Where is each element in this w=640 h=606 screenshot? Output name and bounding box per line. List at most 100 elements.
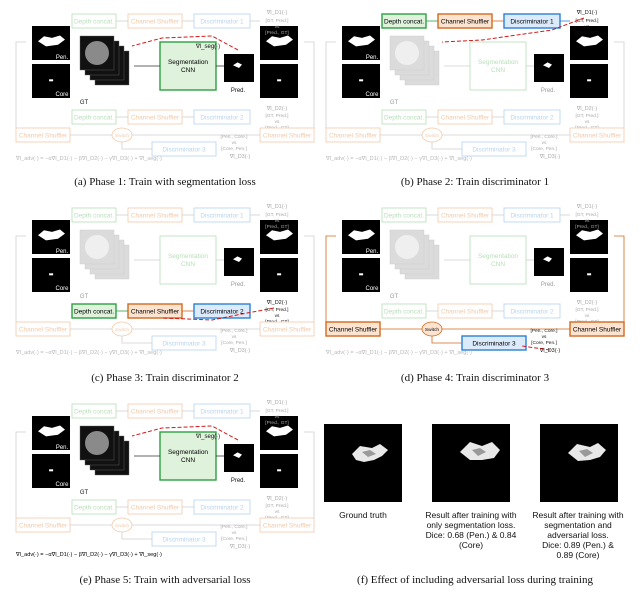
svg-text:Depth concat.: Depth concat.: [74, 213, 114, 220]
svg-text:[GT, Pred.]: [GT, Pred.]: [576, 18, 599, 24]
switch-e: Switch: [111, 517, 133, 533]
channel-shuffler-mid-c: Channel Shuffler: [127, 303, 183, 319]
svg-text:Channel Shuffler: Channel Shuffler: [263, 523, 312, 530]
svg-text:Discriminator 3: Discriminator 3: [162, 537, 206, 544]
svg-text:[Pred., GT]: [Pred., GT]: [265, 420, 288, 426]
grad-d1-a: ∇l_D1(·): [266, 9, 288, 16]
grad-d3-c: ∇l_D3(·): [229, 347, 251, 354]
svg-text:Discriminator 2: Discriminator 2: [200, 505, 244, 512]
seg-only-lesion: [460, 442, 500, 460]
svg-text:[GT, Pred.]: [GT, Pred.]: [266, 307, 289, 313]
right-top-image-e: [260, 416, 298, 450]
svg-text:vs: vs: [275, 25, 280, 30]
panel-f-results: Ground truth Result after training with …: [322, 396, 628, 566]
grad-adv-formula-a: ∇l_adv(·) = −α∇l_D1(·) − β∇l_D2(·) − γ∇l…: [15, 155, 162, 162]
svg-text:Channel Shuffler: Channel Shuffler: [131, 213, 180, 220]
core-image-a: [32, 64, 70, 98]
svg-text:Discriminator 2: Discriminator 2: [510, 115, 554, 122]
pred-label-c: Pred.: [231, 282, 246, 288]
svg-text:Segmentation: Segmentation: [168, 59, 208, 66]
svg-text:CNN: CNN: [491, 67, 505, 74]
gt-label-e: GT: [80, 490, 89, 496]
svg-text:vs: vs: [275, 120, 280, 125]
channel-shuffler-mid-e: Channel Shuffler: [127, 499, 183, 515]
segmentation-cnn-d: [469, 235, 527, 285]
svg-text:Channel Shuffler: Channel Shuffler: [263, 327, 312, 334]
svg-text:Channel Shuffler: Channel Shuffler: [573, 133, 622, 140]
right-top-image-c: [260, 220, 298, 254]
channel-shuffler-left-e: Channel Shuffler: [15, 517, 71, 533]
discriminator-3-c: Discriminator 3: [151, 335, 217, 351]
svg-text:Depth concat.: Depth concat.: [384, 19, 424, 26]
effect-images: [324, 424, 618, 502]
svg-text:[Core, Pen.]: [Core, Pen.]: [221, 146, 247, 152]
svg-text:[Core, Pen.]: [Core, Pen.]: [221, 536, 247, 542]
switch-d: Switch: [421, 321, 443, 337]
svg-text:Channel Shuffler: Channel Shuffler: [573, 327, 622, 334]
channel-shuffler-mid-b: Channel Shuffler: [437, 109, 493, 125]
depth-concat-mid-d: Depth concat.: [381, 303, 427, 319]
svg-text:Discriminator 1: Discriminator 1: [200, 213, 244, 220]
depth-concat-mid-c: Depth concat.: [71, 303, 117, 319]
channel-shuffler-top-a: Channel Shuffler: [127, 13, 183, 29]
svg-text:Switch: Switch: [425, 133, 439, 139]
svg-text:Discriminator 3: Discriminator 3: [472, 147, 516, 154]
svg-text:Discriminator 1: Discriminator 1: [200, 19, 244, 26]
pred-image-d: [534, 248, 564, 276]
channel-shuffler-top-d: Channel Shuffler: [437, 207, 493, 223]
svg-text:[Pred., GT]: [Pred., GT]: [265, 30, 288, 36]
right-top-image-d: [570, 220, 608, 254]
channel-shuffler-mid-a: Channel Shuffler: [127, 109, 183, 125]
svg-text:[Core, Pen.]: [Core, Pen.]: [531, 146, 557, 152]
svg-text:Depth concat.: Depth concat.: [384, 213, 424, 220]
svg-text:[Pen., Core.]: [Pen., Core.]: [221, 134, 248, 140]
discriminator-1-d: Discriminator 1: [503, 207, 561, 223]
discriminator-2-e: Discriminator 2: [193, 499, 251, 515]
svg-text:CNN: CNN: [491, 261, 505, 268]
caption-f: (f) Effect of including adversarial loss…: [357, 574, 593, 586]
switch-b: Switch: [421, 127, 443, 143]
grad-d1-c: ∇l_D1(·): [266, 203, 288, 210]
pen-image-d: [342, 220, 380, 254]
depth-concat-top-b: Depth concat.: [381, 13, 427, 29]
label-ground-truth: Ground truth: [339, 510, 387, 520]
label-seg-only: Result after training with only segmenta…: [425, 510, 517, 550]
svg-text:vs: vs: [542, 141, 547, 146]
ground-truth-lesion: [352, 444, 388, 462]
svg-text:Discriminator 3: Discriminator 3: [162, 341, 206, 348]
pen-image-a: [32, 26, 70, 60]
discriminator-1-e: Discriminator 1: [193, 403, 251, 419]
caption-d: (d) Phase 4: Train discriminator 3: [400, 372, 550, 384]
pen-label-c: Pen.: [56, 249, 69, 255]
grad-d3-b: ∇l_D3(·): [539, 153, 561, 160]
depth-concat-mid-b: Depth concat.: [381, 109, 427, 125]
svg-text:vs: vs: [542, 335, 547, 340]
grad-d1-d: ∇l_D1(·): [576, 203, 598, 210]
caption-c: (c) Phase 3: Train discriminator 2: [91, 372, 239, 384]
pred-label-b: Pred.: [541, 88, 556, 94]
svg-text:Channel Shuffler: Channel Shuffler: [263, 133, 312, 140]
grad-seg-a: ∇l_seg(·): [195, 43, 220, 50]
svg-text:Depth concat.: Depth concat.: [74, 409, 114, 416]
switch-c: Switch: [111, 321, 133, 337]
discriminator-3-e: Discriminator 3: [151, 531, 217, 547]
channel-shuffler-right-b: Channel Shuffler: [569, 127, 625, 143]
grad-adv-formula-b: ∇l_adv(·) = −α∇l_D1(·) − β∇l_D2(·) − γ∇l…: [325, 155, 472, 162]
svg-text:[GT, Pred.]: [GT, Pred.]: [576, 212, 599, 218]
channel-shuffler-left-a: Channel Shuffler: [15, 127, 71, 143]
svg-text:Segmentation: Segmentation: [478, 59, 518, 66]
input-stack-c: [79, 229, 130, 280]
svg-text:Channel Shuffler: Channel Shuffler: [329, 133, 378, 140]
svg-text:Segmentation: Segmentation: [168, 253, 208, 260]
input-stack-b: [389, 35, 440, 86]
svg-text:Discriminator 2: Discriminator 2: [200, 115, 244, 122]
svg-text:vs: vs: [585, 25, 590, 30]
grad-d1-e: ∇l_D1(·): [266, 399, 288, 406]
input-stack-e: [79, 425, 130, 476]
pen-label-b: Pen.: [366, 55, 379, 61]
gt-label-b: GT: [390, 100, 399, 106]
channel-shuffler-right-e: Channel Shuffler: [259, 517, 315, 533]
